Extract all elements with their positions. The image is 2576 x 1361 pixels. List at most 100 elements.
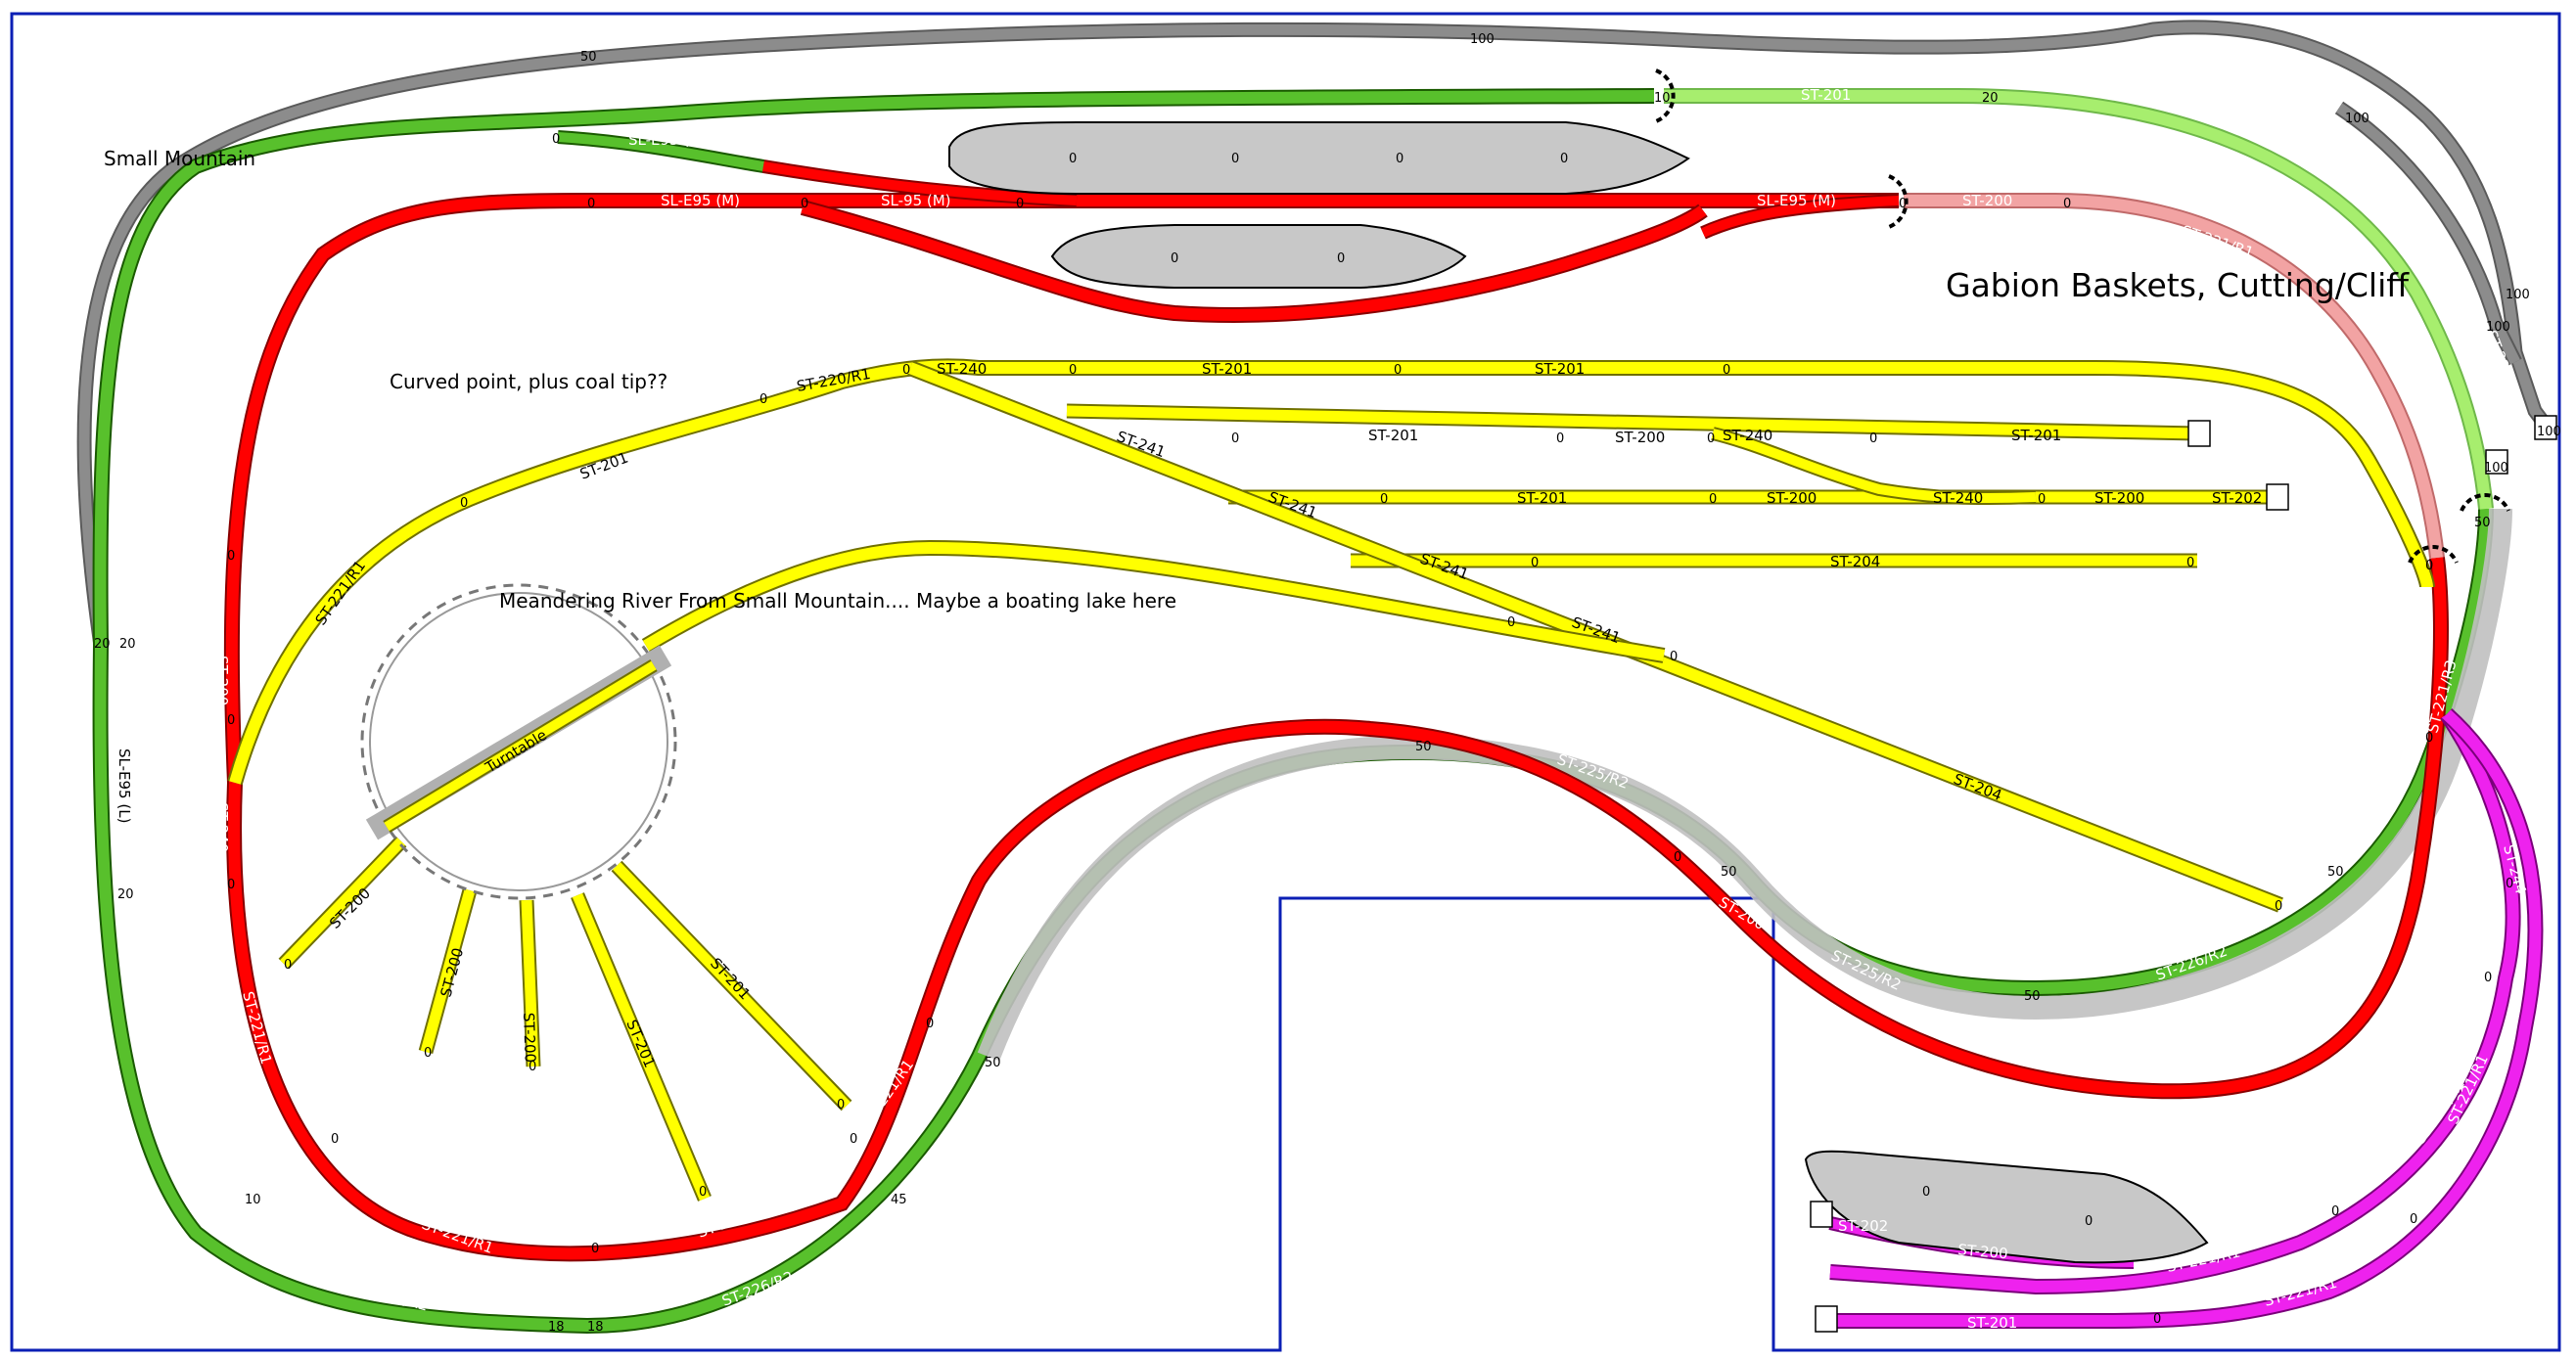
track-label: ST-221/R1: [239, 989, 275, 1066]
height-marker: 0: [2153, 1312, 2161, 1327]
height-marker: 0: [552, 132, 560, 147]
height-marker: 0: [227, 713, 235, 728]
track-label: ST-201: [1202, 360, 1252, 378]
note-small-mountain: Small Mountain: [104, 147, 256, 170]
height-marker: 0: [1556, 431, 1564, 446]
height-marker: 100: [1470, 32, 1495, 47]
track-label: ST-240: [213, 802, 231, 852]
height-marker: 0: [1531, 556, 1539, 570]
height-marker: 20: [94, 637, 111, 652]
height-marker: 0: [2085, 1214, 2093, 1229]
platform-bottom: [1804, 1150, 2209, 1264]
height-marker: 0: [1707, 431, 1715, 446]
height-marker: 0: [1337, 251, 1345, 266]
height-marker: 0: [1069, 363, 1077, 378]
height-marker: 50: [2327, 865, 2344, 880]
height-marker: 45: [891, 1193, 907, 1207]
height-marker: 100: [2506, 288, 2530, 302]
height-marker: 0: [2186, 556, 2194, 570]
track-label: ST-201: [1535, 360, 1585, 378]
track-label: ST-200: [2094, 489, 2144, 507]
height-marker: 0: [1869, 431, 1877, 446]
height-marker: 100: [2345, 112, 2369, 126]
height-marker: 0: [801, 197, 808, 211]
buffer-stops: [1810, 415, 2557, 1333]
height-marker: 0: [759, 392, 767, 407]
buffer-stop: [2187, 420, 2211, 447]
height-marker: 50: [1721, 865, 1737, 880]
track-label: ST-202: [1838, 1217, 1888, 1235]
buffer-stop: [1810, 1201, 1833, 1228]
height-marker: 0: [2275, 899, 2282, 914]
height-marker: 0: [2038, 492, 2046, 507]
note-gabion-baskets: Gabion Baskets, Cutting/Cliff: [1946, 266, 2410, 304]
track-label: ST-201: [1517, 489, 1567, 507]
height-marker: 50: [985, 1056, 1001, 1070]
height-marker: 0: [591, 1242, 599, 1256]
height-marker: 0: [227, 878, 235, 892]
height-marker: 20: [119, 637, 136, 652]
track-label: ST-200: [1615, 429, 1665, 446]
height-marker: 0: [1016, 197, 1024, 211]
turntable-pit: [360, 583, 677, 900]
height-marker: 0: [331, 1132, 339, 1147]
note-curved-point: Curved point, plus coal tip??: [390, 370, 668, 393]
track-label: ST-200: [1767, 489, 1817, 507]
height-marker: 0: [837, 1098, 845, 1112]
height-marker: 0: [850, 1132, 857, 1147]
height-marker: 0: [2506, 877, 2513, 891]
platforms: [948, 121, 2209, 1264]
height-marker: 50: [2474, 516, 2491, 530]
track-label: ST-202: [2212, 489, 2262, 507]
height-markers: 0 0 0 0 0 0 10 20 50 100 100 100 100 100…: [94, 32, 2561, 1335]
height-marker: 0: [2484, 971, 2492, 985]
track-label: ST-204: [1952, 770, 2004, 804]
platform-top: [948, 121, 1690, 195]
track-label: ST-200: [1957, 1241, 2009, 1262]
height-marker: 0: [2331, 1204, 2339, 1219]
track-label: ST-201: [1967, 1314, 2017, 1332]
height-marker: 18: [587, 1320, 604, 1335]
height-marker: 50: [580, 50, 597, 65]
track-label: ST-200: [213, 656, 231, 705]
track-label: ST-200: [520, 1013, 539, 1064]
track-label: ST-240: [1933, 489, 1983, 507]
track-label: ST-200: [1962, 192, 2012, 209]
height-marker: 50: [2024, 989, 2041, 1004]
height-marker: 100: [2484, 461, 2508, 476]
track-label: ST-201: [622, 1018, 659, 1070]
height-marker: 0: [424, 1046, 432, 1061]
height-marker: 0: [2425, 731, 2433, 746]
height-marker: 0: [284, 958, 292, 973]
height-marker: 0: [1171, 251, 1178, 266]
cutting-shadow: [977, 508, 2512, 1062]
height-marker: 0: [1231, 431, 1239, 446]
track-label: SL-E95 (M): [1757, 192, 1836, 209]
track-label: ST-201: [1801, 86, 1851, 104]
yellow-track-network: [227, 358, 2435, 1202]
height-marker: 0: [699, 1185, 707, 1200]
buffer-stop: [2534, 415, 2557, 440]
height-marker: 0: [902, 363, 910, 378]
buffer-stop: [2485, 449, 2508, 475]
height-marker: 100: [2486, 320, 2510, 335]
track-label: SL-E95 (M): [628, 131, 708, 149]
height-marker: 10: [245, 1193, 261, 1207]
track-label: SL-95 (M): [881, 192, 951, 209]
height-marker: 0: [1069, 152, 1077, 166]
pink-track: [1904, 193, 2445, 559]
light-green-track: [1664, 88, 2494, 510]
track-label: ST-204: [1830, 553, 1880, 570]
grey-track-loop: [76, 20, 2555, 648]
buffer-stop: [1815, 1305, 1838, 1333]
note-meandering-river: Meandering River From Small Mountain....…: [499, 589, 1176, 612]
height-marker: 0: [1396, 152, 1403, 166]
height-marker: 0: [2410, 1212, 2417, 1227]
height-marker: 0: [2425, 559, 2433, 573]
height-marker: 0: [1507, 615, 1515, 630]
height-marker: 0: [1674, 850, 1681, 865]
track-label: ST-201: [2011, 427, 2061, 444]
turntable: Turntable: [360, 583, 677, 900]
red-track-loop: [223, 159, 2449, 1262]
